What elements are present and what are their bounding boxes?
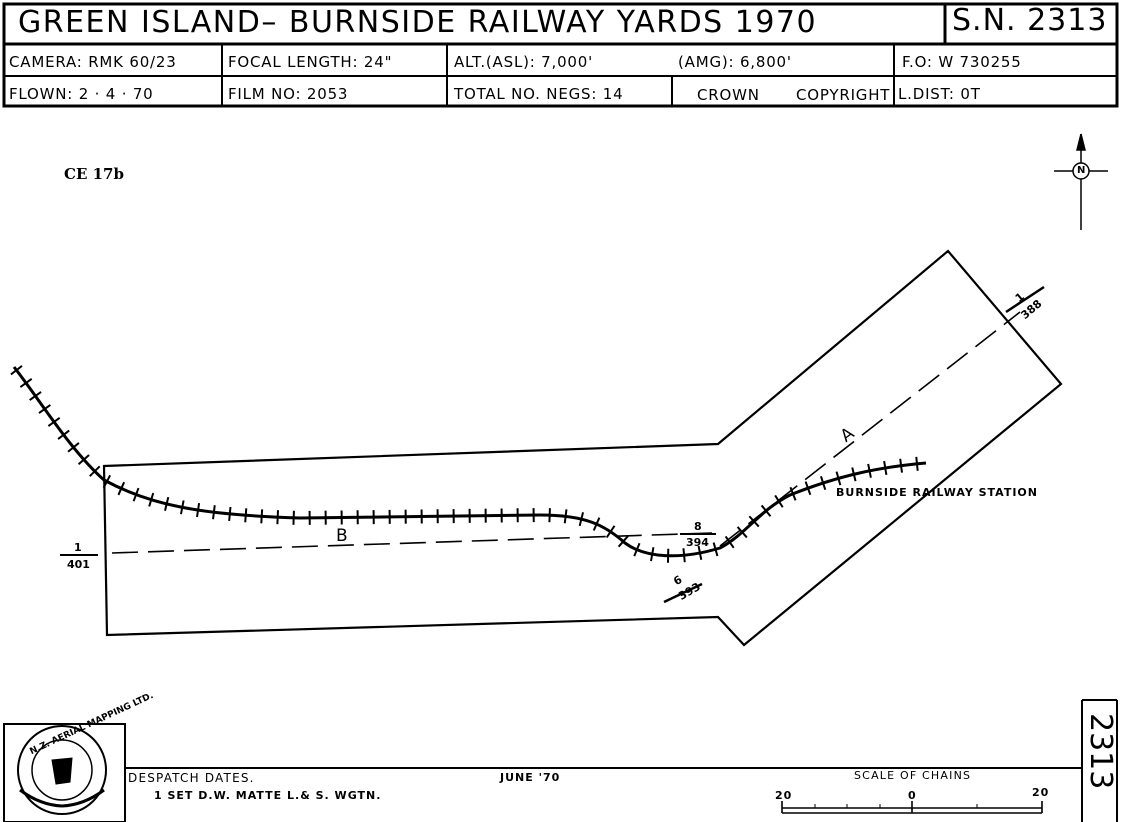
- fo-field: F.O: W 730255: [902, 53, 1022, 71]
- railway-tie: [774, 494, 784, 508]
- railway-tie: [867, 463, 872, 478]
- railway-tie: [548, 508, 551, 523]
- railway-ties: [10, 365, 919, 563]
- footer-frame: [3, 699, 1118, 822]
- railway-tie: [38, 404, 51, 414]
- railway-tie: [29, 391, 42, 401]
- railway-tie: [578, 512, 585, 527]
- crown-label: CROWN: [697, 86, 760, 104]
- scale-zero-value: 0: [908, 789, 917, 802]
- altitude-amg-field: (AMG): 6,800': [678, 53, 792, 71]
- railway-tie: [650, 547, 655, 562]
- railway-tie: [117, 481, 126, 496]
- railway-tie: [132, 487, 140, 502]
- railway-tie: [724, 535, 735, 549]
- railway-tie: [804, 481, 812, 496]
- north-label: N: [1077, 165, 1086, 176]
- frame-ticks: [60, 285, 1045, 604]
- railway-tie: [57, 429, 70, 440]
- railway-tie: [697, 545, 703, 561]
- camera-field: CAMERA: RMK 60/23: [9, 53, 177, 71]
- altitude-asl-field: ALT.(ASL): 7,000': [454, 53, 594, 71]
- railway-tie: [592, 517, 601, 531]
- total-negatives-field: TOTAL NO. NEGS: 14: [454, 85, 624, 103]
- flight-line-b-label: B: [336, 526, 348, 546]
- scale-left-value: 20: [775, 789, 793, 802]
- railway-tie: [89, 465, 101, 477]
- frame-label-end-b-top: 8: [694, 520, 702, 533]
- sheet-number: S.N. 2313: [952, 3, 1108, 38]
- station-label: BURNSIDE RAILWAY STATION: [836, 486, 1038, 499]
- railway-tie: [883, 460, 888, 476]
- railway-tie: [102, 474, 112, 489]
- railway-tie: [77, 454, 90, 465]
- railway-tie: [212, 505, 216, 520]
- despatch-date: JUNE '70: [500, 771, 561, 784]
- railway-tie: [633, 542, 641, 557]
- sheet-number-vertical: 2313: [1083, 713, 1118, 790]
- railway-track: [12, 366, 927, 558]
- railway-tie: [260, 509, 264, 524]
- copyright-label: COPYRIGHT: [796, 86, 891, 104]
- railway-tie: [179, 500, 185, 515]
- scale-right-value: 20: [1032, 786, 1050, 799]
- railway-tie: [605, 525, 616, 539]
- railway-tie: [899, 458, 903, 473]
- flown-date-field: FLOWN: 2 · 4 · 70: [9, 85, 154, 103]
- map-code: CE 17b: [64, 165, 124, 183]
- railway-tie: [563, 509, 568, 524]
- header-table: [2, 2, 1119, 108]
- railway-tie: [148, 492, 155, 507]
- flight-line-a: [719, 311, 1021, 547]
- scale-title: SCALE OF CHAINS: [854, 769, 972, 782]
- frame-label-end-b-bottom: 394: [686, 536, 709, 549]
- railway-tie: [760, 504, 772, 517]
- railway-tie: [228, 506, 232, 522]
- railway-tie: [276, 510, 280, 525]
- flight-line-b: [111, 532, 713, 554]
- railway-tie: [10, 365, 23, 376]
- frame-label-start-b-top: 1: [74, 541, 82, 554]
- railway-tie: [67, 442, 80, 453]
- frame-label-start-b-bottom: 401: [67, 558, 90, 571]
- railway-tie: [682, 548, 686, 563]
- railway-tie: [736, 526, 748, 539]
- railway-tie: [19, 378, 33, 388]
- l-dist-field: L.DIST: 0T: [898, 85, 981, 103]
- railway-tie: [164, 496, 170, 511]
- railway-tie: [789, 486, 797, 501]
- railway-tie: [244, 508, 248, 523]
- railway-tie: [196, 503, 201, 518]
- railway-tie: [851, 467, 857, 482]
- railway-tie: [617, 535, 629, 548]
- company-logo: N.Z. AERIAL MAPPING LTD.: [17, 691, 155, 815]
- despatch-label: DESPATCH DATES.: [128, 771, 255, 785]
- north-arrow: [1054, 133, 1108, 230]
- focal-length-field: FOCAL LENGTH: 24": [228, 53, 393, 71]
- railway-tie: [47, 417, 61, 427]
- despatch-detail: 1 SET D.W. MATTE L.& S. WGTN.: [154, 789, 382, 802]
- railway-tie: [820, 476, 827, 490]
- scale-bar: [781, 801, 1043, 814]
- railway-tie: [712, 542, 719, 557]
- coverage-outline: [102, 249, 1063, 647]
- film-number-field: FILM NO: 2053: [228, 85, 349, 103]
- railway-tie: [835, 471, 842, 486]
- railway-tie: [748, 515, 760, 528]
- railway-tie: [915, 456, 919, 471]
- map-title: GREEN ISLAND– BURNSIDE RAILWAY YARDS 197…: [18, 5, 818, 40]
